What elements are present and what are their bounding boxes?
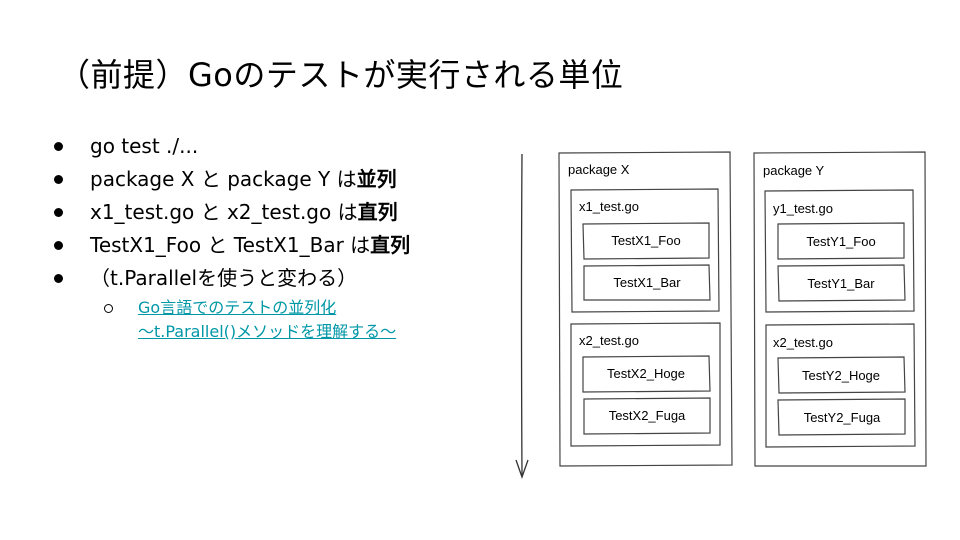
package-label: package X	[568, 162, 630, 177]
bullet-item: package X と package Y は並列	[48, 163, 410, 196]
bullet-dot-icon	[54, 208, 63, 217]
bullet-dot-icon	[54, 175, 63, 184]
bullet-text: TestX1_Foo と TestX1_Bar は	[90, 233, 371, 257]
bullet-text: go test ./...	[90, 134, 199, 158]
test-label: TestY1_Bar	[807, 276, 875, 291]
slide-title: （前提）Goのテストが実行される単位	[58, 56, 624, 94]
bullet-text: x1_test.go と x2_test.go は	[90, 200, 358, 224]
test-label: TestX2_Hoge	[607, 366, 685, 381]
bullet-dot-icon	[54, 142, 63, 151]
bullet-emphasis: 並列	[356, 167, 397, 191]
test-label: TestX1_Bar	[613, 275, 681, 290]
bullet-emphasis: 直列	[357, 200, 398, 224]
package-box	[558, 151, 733, 467]
bullet-item: x1_test.go と x2_test.go は直列	[48, 196, 410, 229]
article-link-line-2[interactable]: 〜t.Parallel()メソッドを理解する〜	[138, 322, 397, 341]
bullet-text: （t.Parallelを使うと変わる）	[90, 266, 358, 290]
bullet-emphasis: 直列	[370, 233, 411, 257]
bullet-dot-icon	[54, 241, 63, 250]
test-label: TestX1_Foo	[611, 233, 680, 248]
file-label: y1_test.go	[773, 201, 833, 216]
bullet-list: go test ./... package X と package Y は並列 …	[48, 130, 410, 295]
test-label: TestX2_Fuga	[609, 408, 686, 423]
package-label: package Y	[763, 163, 825, 178]
sub-bullet: Go言語でのテストの並列化 〜t.Parallel()メソッドを理解する〜	[104, 296, 396, 344]
bullet-dot-icon	[54, 274, 63, 283]
bullet-item: go test ./...	[48, 130, 410, 163]
sub-bullet-circle-icon	[104, 304, 113, 313]
test-label: TestY2_Fuga	[804, 410, 881, 425]
bullet-item: TestX1_Foo と TestX1_Bar は直列	[48, 229, 410, 262]
package-box	[753, 151, 927, 467]
file-label: x2_test.go	[579, 333, 639, 348]
file-label: x1_test.go	[579, 199, 639, 214]
article-link-line-1[interactable]: Go言語でのテストの並列化	[138, 298, 337, 317]
file-label: x2_test.go	[773, 335, 833, 350]
test-label: TestY1_Foo	[806, 234, 875, 249]
bullet-text: package X と package Y は	[90, 167, 357, 191]
bullet-item: （t.Parallelを使うと変わる）	[48, 262, 410, 295]
test-label: TestY2_Hoge	[802, 368, 880, 383]
execution-order-arrow-icon	[515, 153, 529, 479]
